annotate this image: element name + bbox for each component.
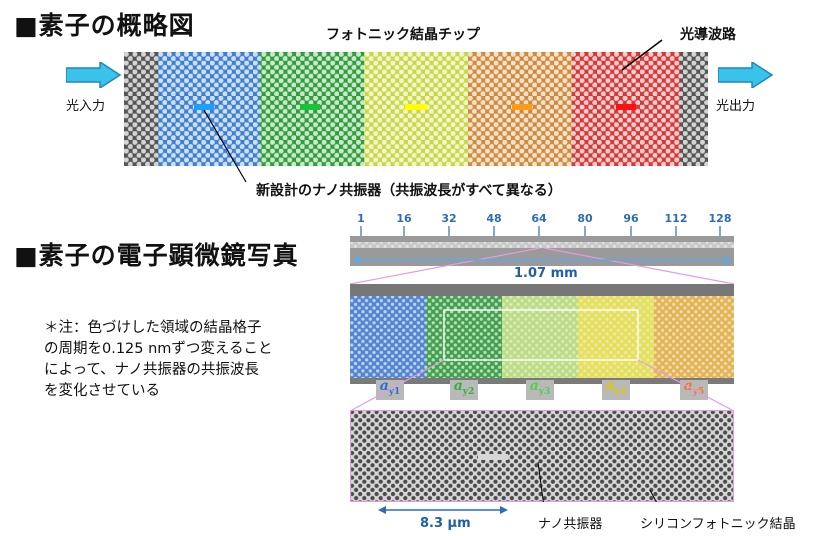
tick-label: 64 <box>531 212 546 225</box>
note-line: を変化させている <box>44 381 273 402</box>
tick-label: 96 <box>623 212 638 225</box>
length-label: 1.07 mm <box>514 266 578 281</box>
input-arrow-icon <box>66 62 122 88</box>
note-line: ＊注：色づけした領域の結晶格子 <box>44 318 273 339</box>
tick-label: 128 <box>709 212 732 225</box>
input-label: 光入力 <box>66 95 105 114</box>
note-line: の周期を0.125 nmずつ変えること <box>44 339 273 360</box>
output-label: 光出力 <box>716 95 755 114</box>
tick-label: 112 <box>665 212 688 225</box>
note-line: によって、ナノ共振器の共振波長 <box>44 360 273 381</box>
tick-label: 80 <box>577 212 592 225</box>
section-title-schematic: ■素子の概略図 <box>14 6 195 42</box>
resonator-pointer-lines <box>190 100 630 190</box>
silicon-crystal-label: シリコンフォトニック結晶 <box>640 513 796 532</box>
tick-label: 16 <box>396 212 411 225</box>
chip-label: フォトニック結晶チップ <box>326 24 480 44</box>
section-title-sem: ■素子の電子顕微鏡写真 <box>14 236 299 272</box>
scale-label: 8.3 μm <box>420 516 471 531</box>
tick-label: 48 <box>486 212 501 225</box>
sem-closeup <box>350 410 734 502</box>
resonator-defect <box>478 454 508 460</box>
waveguide-label: 光導波路 <box>680 24 736 44</box>
waveguide-pointer <box>600 36 670 76</box>
tick-label: 32 <box>441 212 456 225</box>
nano-resonator-label: ナノ共振器 <box>538 513 602 532</box>
note-text: ＊注：色づけした領域の結晶格子 の周期を0.125 nmずつ変えること によって… <box>44 318 273 402</box>
resonator-caption: 新設計のナノ共振器（共振波長がすべて異なる） <box>256 180 562 200</box>
output-arrow-icon <box>718 62 774 88</box>
zoom-lines <box>350 356 734 412</box>
tick-label: 1 <box>357 212 365 225</box>
